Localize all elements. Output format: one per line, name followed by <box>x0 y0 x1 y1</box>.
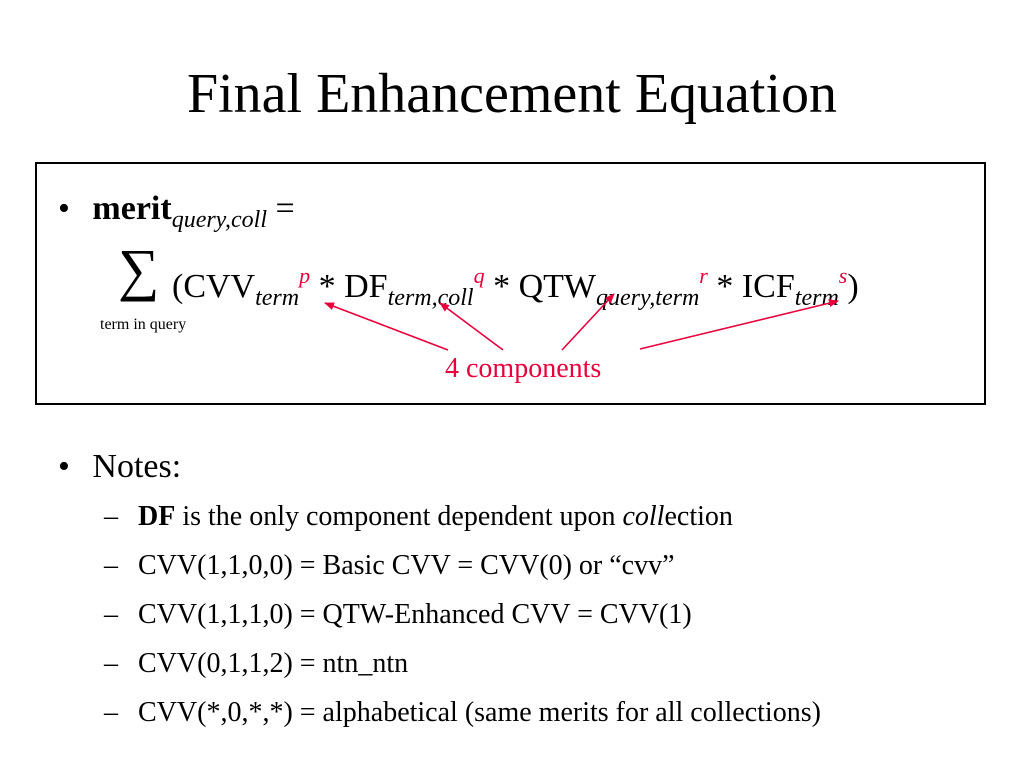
sum-range-label: term in query <box>100 316 187 333</box>
merit-line: • meritquery,coll = <box>58 189 295 240</box>
note-alphabetical-text: CVV(*,0,*,*) = alphabetical (same merits… <box>138 697 821 728</box>
merit-label: merit <box>92 190 172 227</box>
note-ntn-text: CVV(0,1,1,2) = ntn_ntn <box>138 648 409 679</box>
note-item-basic-cvv: –CVV(1,1,0,0) = Basic CVV = CVV(0) or “c… <box>104 549 675 583</box>
arrow-to-cvv <box>324 302 449 351</box>
bullet-marker: • <box>58 448 70 485</box>
icf-exponent: s <box>838 263 848 288</box>
cvv-exponent: p <box>299 263 311 288</box>
dash-marker: – <box>104 648 118 679</box>
dash-marker: – <box>104 599 118 630</box>
df-subscript: term,coll <box>387 285 474 311</box>
note-df-italic: coll <box>622 501 665 532</box>
note-item-alphabetical: –CVV(*,0,*,*) = alphabetical (same merit… <box>104 696 821 730</box>
dash-marker: – <box>104 697 118 728</box>
df-term: * DF <box>310 268 388 305</box>
note-item-ntn: –CVV(0,1,1,2) = ntn_ntn <box>104 647 408 681</box>
note-item-df: –DF is the only component dependent upon… <box>104 500 733 534</box>
note-df-text: is the only component dependent upon <box>175 501 623 532</box>
note-qtw-cvv-text: CVV(1,1,1,0) = QTW-Enhanced CVV = CVV(1) <box>138 599 692 630</box>
note-df-end: ection <box>664 501 733 532</box>
icf-term: * ICF <box>707 268 795 305</box>
equals-sign: = <box>267 190 295 227</box>
note-df-bold: DF <box>138 501 176 532</box>
arrow-to-qtw <box>561 293 615 351</box>
close-paren: ) <box>847 268 859 305</box>
sigma-symbol: ∑ <box>118 237 160 302</box>
df-exponent: q <box>473 263 485 288</box>
slide-title: Final Enhancement Equation <box>186 63 838 125</box>
components-label: 4 components <box>445 353 602 384</box>
equation-terms: (CVVtermp * DFterm,collq * QTWquery,term… <box>172 256 859 318</box>
bullet-marker: • <box>58 190 70 227</box>
notes-label: Notes: <box>92 448 182 485</box>
arrow-to-df <box>439 302 504 351</box>
merit-subscript: query,coll <box>171 207 267 233</box>
note-item-qtw-cvv: –CVV(1,1,1,0) = QTW-Enhanced CVV = CVV(1… <box>104 598 692 632</box>
dash-marker: – <box>104 501 118 532</box>
cvv-subscript: term <box>255 285 300 311</box>
dash-marker: – <box>104 550 118 581</box>
arrow-to-icf <box>639 299 839 350</box>
equation-box <box>35 162 986 405</box>
qtw-term: * QTW <box>484 268 596 305</box>
qtw-exponent: r <box>699 263 708 288</box>
note-basic-cvv-text: CVV(1,1,0,0) = Basic CVV = CVV(0) or “cv… <box>138 550 675 581</box>
cvv-term: (CVV <box>172 268 256 305</box>
notes-heading: • Notes: <box>58 447 181 487</box>
